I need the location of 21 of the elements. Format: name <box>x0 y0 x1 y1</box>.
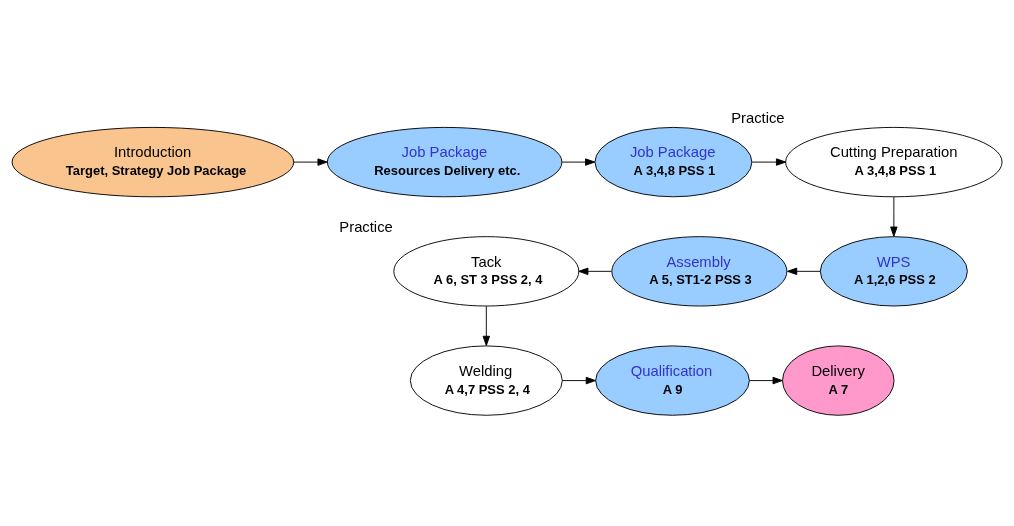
arrow <box>748 376 783 385</box>
node-ellipse: WPS A 1,2,6 PSS 2 <box>819 236 968 307</box>
arrow <box>561 158 596 166</box>
node-ellipse: Job Package Resources Delivery etc. <box>326 126 563 198</box>
arrow <box>561 376 596 385</box>
node-label: Practice <box>731 109 785 126</box>
arrow <box>787 267 821 276</box>
node-label: Practice <box>339 218 393 235</box>
node-ellipse: Cutting Preparation A 3,4,8 PSS 1 <box>785 126 1003 198</box>
node-ellipse: Welding A 4,7 PSS 2, 4 <box>409 345 563 416</box>
node-ellipse: Delivery A 7 <box>782 345 895 416</box>
node-ellipse: Tack A 6, ST 3 PSS 2, 4 <box>393 236 580 307</box>
arrow <box>482 305 491 346</box>
node-ellipse: Assembly A 5, ST1-2 PSS 3 <box>611 236 788 307</box>
node-ellipse: Introduction Target, Strategy Job Package <box>11 126 295 198</box>
arrow <box>751 158 787 166</box>
node-ellipse: Qualification A 9 <box>595 345 750 416</box>
arrow <box>293 158 328 166</box>
node-ellipse: Job Package A 3,4,8 PSS 1 <box>594 126 753 198</box>
arrow <box>578 267 612 276</box>
arrow <box>890 196 898 237</box>
